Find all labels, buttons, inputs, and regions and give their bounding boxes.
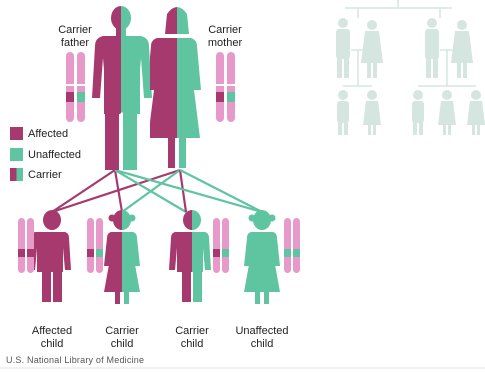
faded-pedigree [336, 0, 485, 135]
unaffected-child-caption: Unaffected child [227, 325, 297, 351]
carrier-child-2-caption: Carrier child [157, 325, 227, 351]
carrier-child-2-figure [169, 210, 211, 302]
carrier-child-1-chromosomes [87, 218, 103, 273]
legend-carrier: Carrier [10, 168, 62, 181]
affected-child-figure [29, 210, 71, 302]
legend-carrier-label: Carrier [28, 169, 62, 181]
father-chromosomes [65, 52, 86, 122]
affected-child-chromosomes [18, 218, 34, 273]
legend-unaffected-label: Unaffected [28, 149, 81, 161]
caption-line1: Carrier [87, 325, 157, 338]
father-label-line2: father [52, 37, 98, 50]
carrier-father-figure [92, 6, 152, 170]
carrier-child-2-chromosomes [213, 218, 229, 273]
legend-affected-label: Affected [28, 128, 68, 140]
carrier-child-1-figure [104, 210, 140, 304]
caption-line2: child [157, 338, 227, 351]
caption-line2: child [227, 338, 297, 351]
father-label: Carrier father [52, 24, 98, 50]
caption-line2: child [17, 338, 87, 351]
credit-text: U.S. National Library of Medicine [6, 355, 144, 365]
carrier-swatch [10, 168, 23, 181]
caption-line1: Affected [17, 325, 87, 338]
legend-affected: Affected [10, 127, 68, 140]
affected-swatch [10, 127, 23, 140]
father-label-line1: Carrier [52, 24, 98, 37]
caption-line1: Unaffected [227, 325, 297, 338]
inheritance-lines [52, 170, 262, 212]
caption-line1: Carrier [157, 325, 227, 338]
affected-child-caption: Affected child [17, 325, 87, 351]
unaffected-child-figure [244, 210, 280, 304]
mother-label: Carrier mother [202, 24, 248, 50]
unaffected-child-chromosomes [284, 218, 300, 273]
legend-unaffected: Unaffected [10, 148, 81, 161]
mother-chromosomes [215, 52, 236, 122]
carrier-mother-figure [147, 7, 201, 168]
mother-label-line1: Carrier [202, 24, 248, 37]
mother-label-line2: mother [202, 37, 248, 50]
carrier-child-1-caption: Carrier child [87, 325, 157, 351]
unaffected-swatch [10, 148, 23, 161]
caption-line2: child [87, 338, 157, 351]
